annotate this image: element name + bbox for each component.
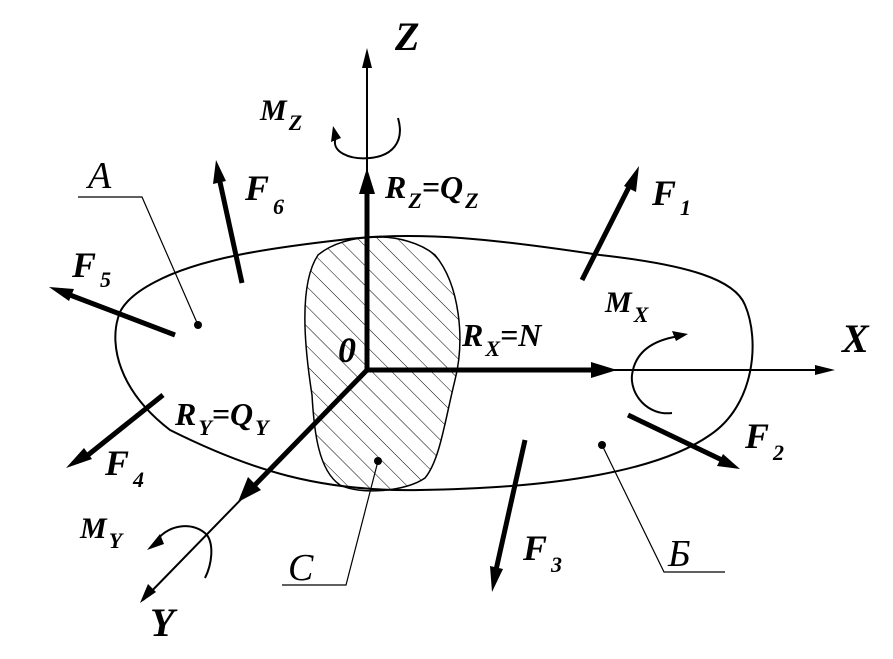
origin-label: 0 <box>338 330 356 370</box>
moment-arcs <box>156 117 681 579</box>
f4-vector <box>86 393 165 457</box>
ry-vector <box>250 368 369 490</box>
coordinate-axes <box>142 55 828 601</box>
resultant-arrowheads <box>238 168 617 502</box>
f6-vector <box>217 181 245 284</box>
f3-arrowhead <box>490 566 503 592</box>
mz-arrowhead <box>331 126 341 142</box>
f2-arrowhead <box>717 454 740 469</box>
my-arrowhead <box>147 534 164 550</box>
my-arc <box>156 525 213 579</box>
f3-vector <box>493 439 528 571</box>
leader-c <box>282 460 379 586</box>
moment-label-my: MY <box>79 512 125 553</box>
f1-arrowhead <box>624 166 639 192</box>
leader-b <box>601 444 725 573</box>
f1-vector <box>579 183 633 282</box>
leader-lines <box>78 196 725 586</box>
z-axis-arrowhead <box>362 48 372 68</box>
force-arrowheads <box>49 160 740 592</box>
point-label-a: А <box>85 155 112 197</box>
mx-arc <box>630 335 681 415</box>
axis-label-y: Y <box>150 600 178 645</box>
moment-label-mx: MX <box>604 286 650 327</box>
external-forces <box>69 181 724 571</box>
axis-label-x: X <box>840 316 870 361</box>
f2-vector <box>626 412 724 463</box>
body-outline <box>114 234 754 492</box>
cross-section-c <box>304 236 461 492</box>
ry-arrowhead <box>238 477 261 502</box>
moment-arrowheads <box>147 126 688 550</box>
f4-arrowhead <box>66 448 92 468</box>
resultant-label-rx: RX=N <box>461 317 543 361</box>
moment-label-mz: MZ <box>259 94 302 135</box>
f6-arrowhead <box>213 160 226 184</box>
resultant-label-rz: RZ=QZ <box>384 169 479 213</box>
leader-a <box>78 196 199 326</box>
resultant-vectors <box>250 188 595 490</box>
rx-arrowhead <box>591 362 617 378</box>
f5-vector <box>69 292 176 338</box>
point-label-b: Б <box>667 533 690 575</box>
rz-arrowhead <box>359 168 375 194</box>
resultant-label-ry: RY=QY <box>174 396 271 440</box>
f5-arrowhead <box>49 287 74 301</box>
point-label-c: С <box>288 547 314 589</box>
mx-arrowhead <box>672 331 688 341</box>
axis-arrowheads <box>140 48 835 603</box>
axis-label-z: Z <box>394 14 419 59</box>
x-axis-arrowhead <box>815 365 835 375</box>
y-axis-arrowhead <box>140 584 156 603</box>
mz-arc <box>333 117 401 160</box>
